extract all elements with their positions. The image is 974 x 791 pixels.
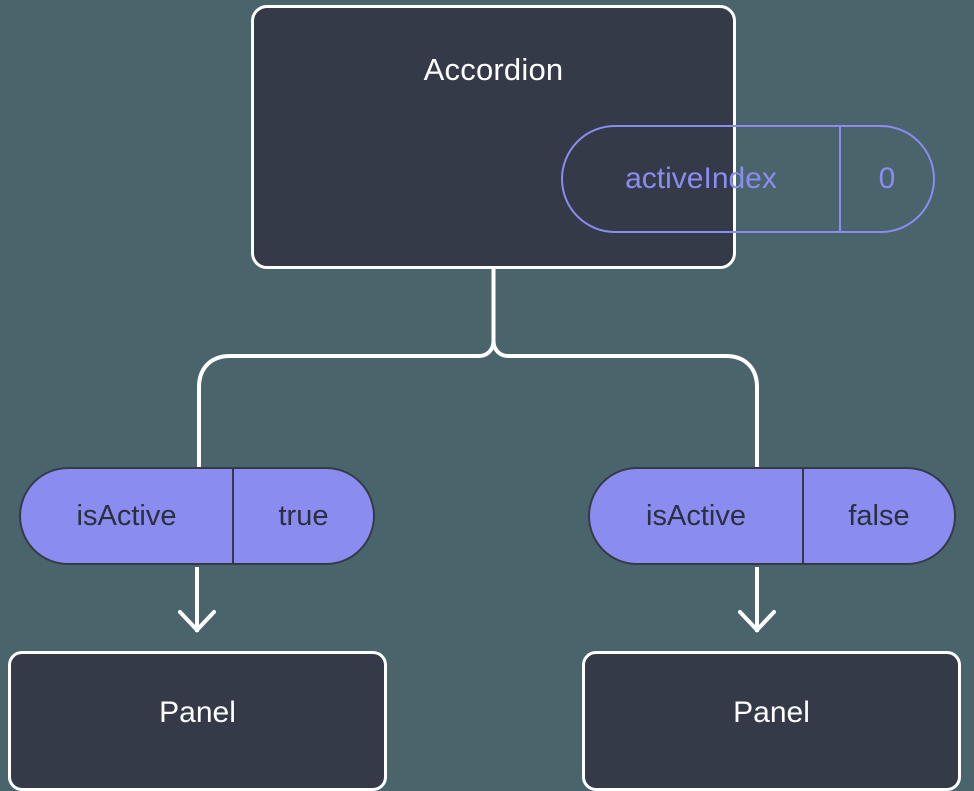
prop-pill-is-active-false[interactable]: isActive false	[588, 467, 956, 565]
node-panel-right-label: Panel	[733, 696, 810, 729]
arrow-head-down-icon-right	[738, 610, 776, 633]
prop-pill-is-active-true[interactable]: isActive true	[19, 467, 375, 565]
prop-pill-key: isActive	[21, 469, 234, 563]
node-accordion[interactable]: Accordion activeIndex 0	[251, 5, 935, 269]
node-panel-left[interactable]: Panel	[8, 651, 387, 791]
arrow-head-down-icon	[178, 610, 216, 633]
node-panel-right[interactable]: Panel	[582, 651, 961, 791]
edge-split-flare-right	[491, 339, 759, 469]
prop-pill-value: false	[848, 499, 910, 532]
state-pill-key: activeIndex	[563, 127, 841, 231]
node-panel-left-label: Panel	[159, 696, 236, 729]
prop-pill-value: true	[278, 499, 329, 532]
state-pill-active-index[interactable]: activeIndex 0	[561, 125, 935, 233]
prop-pill-key: isActive	[590, 469, 804, 563]
node-accordion-title: Accordion	[423, 52, 564, 87]
edge-split-flare	[197, 339, 496, 469]
component-state-diagram: Accordion activeIndex 0 isActive true is…	[8, 5, 961, 791]
state-pill-value: 0	[878, 162, 896, 195]
